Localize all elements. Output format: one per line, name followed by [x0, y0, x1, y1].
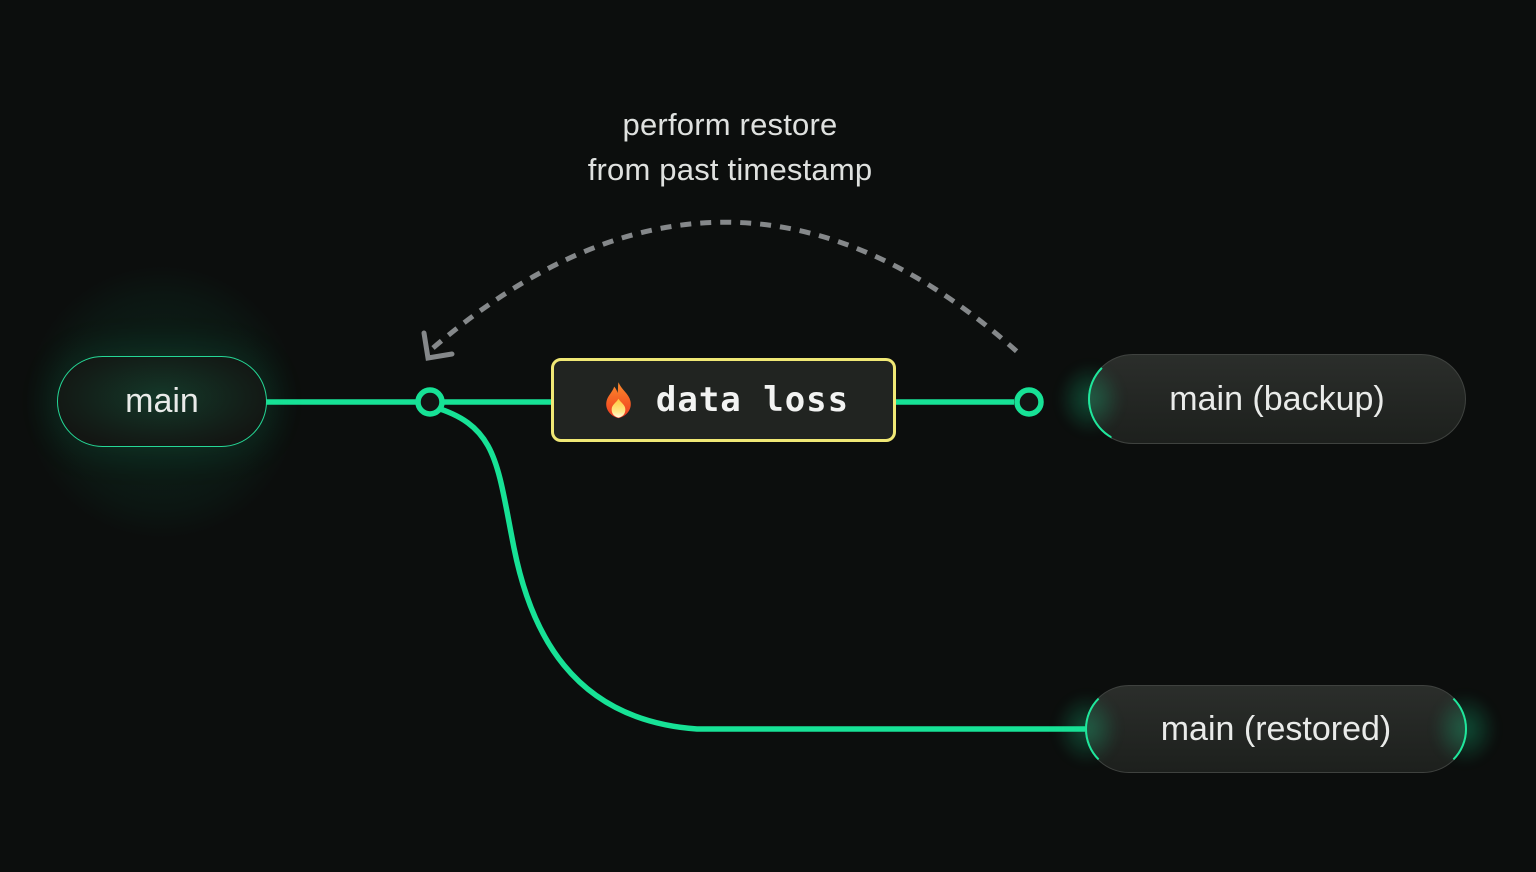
backup-point-circle-icon — [1014, 387, 1044, 417]
node-main-restored: main (restored) — [1044, 681, 1508, 777]
node-main: main — [57, 356, 267, 447]
restore-arrowhead-icon — [421, 330, 455, 361]
fire-icon — [606, 381, 631, 418]
restored-branch-curve — [433, 404, 1086, 732]
caption-line-1: perform restore — [622, 107, 838, 142]
caption: perform restore from past timestamp — [588, 102, 873, 192]
restore-arc — [431, 219, 1025, 359]
caption-line-2: from past timestamp — [587, 152, 873, 187]
node-main-backup-label: main (backup) — [1169, 379, 1385, 418]
node-main-backup: main (backup) — [1047, 351, 1466, 447]
branch-point-circle-icon — [415, 387, 445, 417]
data-loss-box: data loss — [551, 358, 896, 442]
data-loss-label: data loss — [655, 380, 850, 420]
node-main-label: main — [125, 382, 199, 420]
node-main-restored-label: main (restored) — [1160, 709, 1392, 748]
